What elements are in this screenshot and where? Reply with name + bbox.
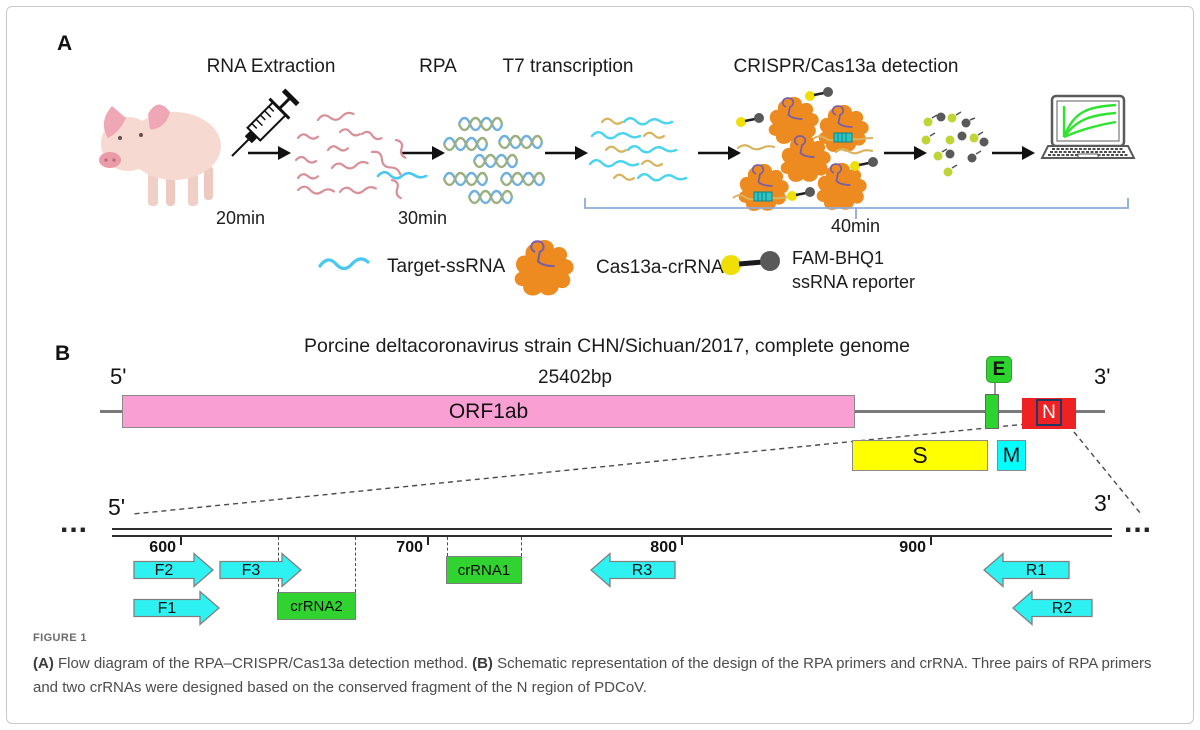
primer-r2-arrow: R2 (1012, 590, 1093, 626)
crrna2-dash-right (355, 537, 356, 592)
primer-f3-arrow: F3 (219, 552, 302, 588)
cas13a-crrna-icon (513, 238, 575, 297)
legend-reporter-label: FAM-BHQ1 ssRNA reporter (792, 246, 915, 294)
n-gene-box: N (1022, 398, 1076, 429)
arrow-right-icon-2 (402, 146, 445, 160)
arrow-right-icon-3 (545, 146, 588, 160)
step-label-rpa: RPA (419, 56, 457, 77)
step-label-detection: CRISPR/Cas13a detection (733, 56, 959, 77)
caption-figure-label: FIGURE 1 (33, 632, 87, 644)
zoom-five-prime-label: 5' (108, 494, 126, 520)
ellipsis-right: ... (1124, 506, 1153, 539)
duration-bracket (584, 198, 1129, 219)
primer-f2-arrow: F2 (133, 552, 214, 588)
e-gene-box (985, 394, 999, 429)
caption-text: (A) Flow diagram of the RPA–CRISPR/Cas13… (33, 652, 1173, 700)
primer-r3-arrow: R3 (590, 552, 676, 588)
tick-label-600: 600 (149, 539, 176, 556)
rna-strands-icon (294, 110, 428, 200)
five-prime-label: 5' (110, 364, 127, 389)
ellipsis-left: ... (60, 506, 89, 539)
panel-b-label: B (55, 342, 71, 365)
s-gene-box: S (852, 440, 988, 471)
tick-800 (681, 537, 683, 545)
zoom-three-prime-label: 3' (1094, 490, 1112, 516)
time-detection: 40min (831, 216, 881, 236)
time-rpa: 30min (398, 208, 448, 228)
figure-border (6, 6, 1194, 724)
step-label-t7: T7 transcription (502, 56, 634, 77)
tick-label-800: 800 (650, 539, 677, 556)
genome-title: Porcine deltacoronavirus strain CHN/Sich… (304, 335, 910, 357)
arrow-right-icon-1 (248, 146, 291, 160)
cas13a-complex-cluster-icon (732, 85, 880, 210)
m-gene-box: M (997, 440, 1026, 471)
laptop-icon (1040, 94, 1136, 159)
target-ssrna-icon (318, 257, 370, 271)
caption-b-bold: (B) (472, 655, 493, 672)
primer-f3-label: F3 (242, 562, 261, 579)
legend-reporter-line2: ssRNA reporter (792, 272, 916, 292)
pig-icon (99, 104, 221, 206)
arrow-right-icon-5 (884, 146, 927, 160)
primer-f1-label: F1 (158, 600, 177, 617)
primer-r1-arrow: R1 (983, 552, 1070, 588)
three-prime-label: 3' (1094, 364, 1111, 389)
e-gene-stem (994, 382, 996, 396)
e-gene-label: E (986, 356, 1012, 383)
tick-700 (427, 537, 429, 545)
panel-a-label: A (57, 32, 73, 55)
crrna1-dash-left (447, 537, 448, 556)
crrna1-dash-right (521, 537, 522, 556)
primer-r2-label: R2 (1052, 600, 1073, 617)
caption-a-bold: (A) (33, 655, 54, 672)
tick-label-900: 900 (899, 539, 926, 556)
crrna1-box: crRNA1 (446, 556, 522, 584)
time-extraction: 20min (216, 208, 266, 228)
zoom-genome-line (112, 528, 1112, 537)
t7-rna-cluster-icon (588, 117, 688, 182)
crrna2-box: crRNA2 (277, 592, 356, 620)
primer-r3-label: R3 (632, 562, 653, 579)
fam-bhq1-reporter-icon (721, 251, 780, 275)
n-gene-inner-box: N (1036, 399, 1062, 426)
tick-600 (180, 537, 182, 545)
caption-b-text: Schematic representation of the design o… (33, 655, 1152, 696)
arrow-right-icon-4 (698, 146, 741, 160)
primer-f2-label: F2 (155, 562, 174, 579)
syringe-icon (231, 88, 300, 157)
cleaved-reporter-cluster-icon (921, 111, 989, 177)
orf1ab-gene-box: ORF1ab (122, 395, 855, 428)
legend-cas13a-label: Cas13a-crRNA (596, 257, 724, 278)
tick-900 (930, 537, 932, 545)
legend-reporter-line1: FAM-BHQ1 (792, 248, 885, 268)
legend-target-label: Target-ssRNA (387, 256, 506, 277)
primer-f1-arrow: F1 (133, 590, 220, 626)
step-label-rna-extraction: RNA Extraction (206, 56, 336, 77)
dna-helix-cluster-icon (442, 116, 546, 205)
genome-length-label: 25402bp (538, 367, 612, 388)
caption-a-text: Flow diagram of the RPA–CRISPR/Cas13a de… (53, 655, 473, 672)
tick-label-700: 700 (396, 539, 423, 556)
arrow-right-icon-6 (992, 146, 1035, 160)
primer-r1-label: R1 (1026, 562, 1047, 579)
